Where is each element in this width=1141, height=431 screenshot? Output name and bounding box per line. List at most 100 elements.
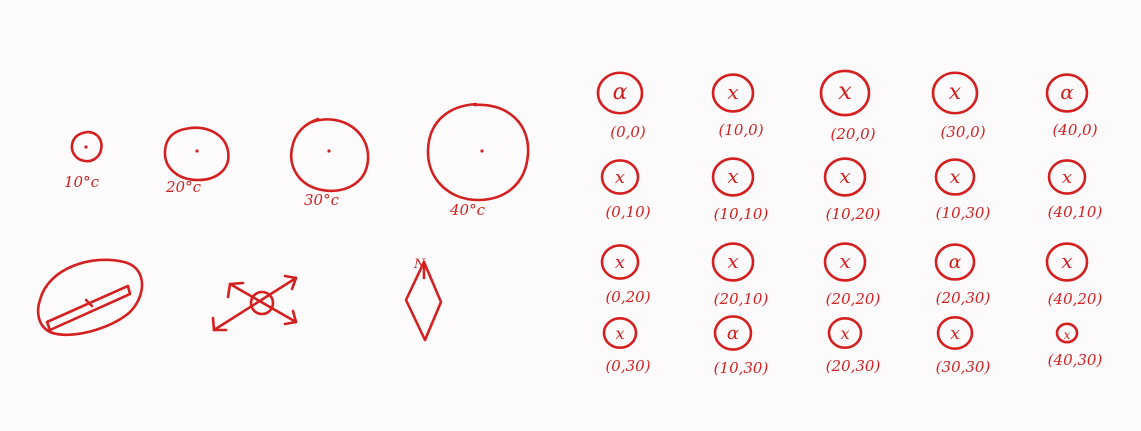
marker-letter: x bbox=[839, 164, 850, 188]
marker-letter: x bbox=[949, 80, 962, 105]
marker-letter: x bbox=[1061, 249, 1072, 273]
circle-30c bbox=[289, 117, 370, 193]
marker-circle bbox=[934, 243, 976, 281]
compass-arrows-icon bbox=[211, 274, 298, 332]
marker-circle bbox=[713, 315, 753, 351]
marker-letter: x bbox=[838, 77, 852, 105]
ellipse-with-needle-icon bbox=[36, 258, 144, 337]
dot-10c bbox=[84, 145, 88, 149]
coordinate-label: (20,20) bbox=[826, 290, 881, 308]
grid-marker: x (30,0) bbox=[931, 71, 986, 141]
marker-letter: x bbox=[1062, 167, 1072, 188]
coordinate-label: (40,10) bbox=[1048, 203, 1103, 221]
coordinate-label: (40,0) bbox=[1052, 121, 1097, 139]
grid-marker: x (20,20) bbox=[823, 242, 881, 308]
grid-marker: α (20,30) bbox=[934, 243, 991, 307]
grid-marker: x (0,10) bbox=[600, 159, 651, 221]
marker-letter: x bbox=[615, 324, 624, 343]
marker-circle bbox=[711, 157, 755, 197]
grid-marker: x (10,0) bbox=[711, 73, 764, 139]
label-20c: 20°c bbox=[165, 178, 202, 196]
coordinate-label: (10,20) bbox=[826, 205, 881, 223]
grid-marker: x (20,10) bbox=[711, 242, 769, 308]
dot-20c bbox=[195, 149, 199, 153]
marker-letter: x bbox=[950, 166, 961, 188]
grid-marker: α (40,0) bbox=[1045, 73, 1098, 139]
marker-circle bbox=[931, 71, 979, 115]
dot-30c bbox=[327, 149, 331, 153]
marker-letter: x bbox=[615, 167, 625, 188]
grid-marker: x (0,30) bbox=[602, 316, 651, 375]
marker-letter: α bbox=[613, 80, 628, 105]
label-40c: 40°c bbox=[449, 201, 486, 219]
marker-circle bbox=[602, 316, 638, 350]
marker-circle bbox=[600, 244, 640, 280]
coordinate-label: (20,0) bbox=[830, 125, 875, 143]
left-panel: 10°c 20°c 30°c 40°c bbox=[0, 0, 545, 431]
coordinate-label: (0,30) bbox=[605, 357, 650, 375]
marker-circle bbox=[936, 316, 974, 350]
coordinate-label: (0,10) bbox=[605, 203, 650, 221]
left-sketch: 10°c 20°c 30°c 40°c bbox=[36, 102, 530, 342]
marker-letter: α bbox=[949, 251, 962, 273]
marker-circle bbox=[596, 71, 644, 115]
coordinate-label: (30,0) bbox=[940, 123, 985, 141]
marker-letter: x bbox=[727, 80, 738, 104]
grid-marker: x (30,30) bbox=[936, 316, 991, 376]
marker-circle bbox=[823, 157, 867, 197]
circle-20c bbox=[163, 126, 230, 182]
coordinate-label: (30,30) bbox=[936, 358, 991, 376]
dot-40c bbox=[480, 149, 484, 153]
marker-circle bbox=[823, 242, 867, 282]
coordinate-label: (10,30) bbox=[936, 204, 991, 222]
marker-circle bbox=[1055, 322, 1079, 344]
coordinate-label: (20,30) bbox=[826, 357, 881, 375]
coordinate-label: (10,30) bbox=[714, 359, 769, 377]
coordinate-label: (20,30) bbox=[936, 289, 991, 307]
grid-marker: x (40,10) bbox=[1047, 159, 1103, 221]
marker-circle bbox=[827, 316, 863, 350]
marker-letter: x bbox=[727, 164, 738, 188]
grid-marker: x (40,20) bbox=[1045, 242, 1103, 308]
grid-marker: x (10,30) bbox=[934, 158, 991, 222]
marker-letter: x bbox=[1064, 328, 1071, 342]
marker-circle bbox=[1045, 73, 1089, 113]
grid-marker: x (40,30) bbox=[1048, 322, 1103, 369]
coordinate-grid: α (0,0) x (10,0) x (20,0) x (30,0) α (40,0) x (0,10… bbox=[596, 69, 1103, 377]
grid-marker: x (20,0) bbox=[819, 69, 876, 143]
marker-circle bbox=[711, 242, 755, 282]
grid-marker: x (20,30) bbox=[826, 316, 881, 375]
coordinate-label: (10,10) bbox=[714, 205, 769, 223]
marker-letter: x bbox=[840, 324, 849, 343]
diamond-with-n-icon: N bbox=[404, 257, 443, 342]
label-30c: 30°c bbox=[304, 191, 340, 209]
north-letter: N bbox=[413, 257, 426, 272]
coordinate-label: (0,0) bbox=[610, 123, 646, 141]
marker-letter: α bbox=[1060, 80, 1074, 104]
coordinate-label: (20,10) bbox=[714, 290, 769, 308]
grid-marker: α (0,0) bbox=[596, 71, 646, 141]
marker-circle bbox=[819, 69, 871, 117]
marker-circle bbox=[934, 158, 976, 196]
circle-10c bbox=[70, 130, 103, 163]
marker-circle bbox=[1047, 159, 1087, 195]
circle-40c bbox=[426, 102, 530, 202]
grid-marker: x (10,20) bbox=[823, 157, 881, 223]
coordinate-label: (10,0) bbox=[718, 121, 763, 139]
marker-letter: x bbox=[950, 324, 960, 344]
coordinate-label: (40,30) bbox=[1048, 351, 1103, 369]
coordinate-label: (0,20) bbox=[605, 288, 650, 306]
right-panel: α (0,0) x (10,0) x (20,0) x (30,0) α (40,0) x (0,10… bbox=[545, 0, 1141, 431]
marker-letter: α bbox=[727, 323, 739, 344]
grid-marker: x (0,20) bbox=[600, 244, 651, 306]
marker-letter: x bbox=[727, 249, 738, 273]
marker-circle bbox=[711, 73, 755, 113]
coordinate-label: (40,20) bbox=[1048, 290, 1103, 308]
label-10c: 10°c bbox=[64, 173, 100, 191]
marker-circle bbox=[600, 159, 640, 195]
grid-marker: x (10,10) bbox=[711, 157, 769, 223]
marker-letter: x bbox=[615, 252, 625, 273]
marker-letter: x bbox=[839, 249, 850, 273]
marker-circle bbox=[1045, 242, 1089, 282]
